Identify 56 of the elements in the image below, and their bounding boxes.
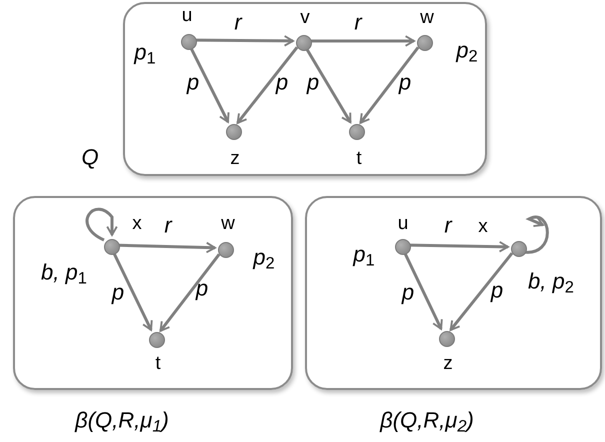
arrow <box>403 252 443 330</box>
graph-vertex <box>218 242 234 258</box>
vertex-label: p$_{1}$ <box>353 240 375 270</box>
vertex-label: z <box>230 146 240 171</box>
graph-vertex <box>226 124 242 140</box>
vertex-label: p$_{2}$ <box>456 36 478 66</box>
arrow <box>159 253 220 332</box>
vertex-label: x <box>478 214 488 239</box>
vertex-label: z <box>443 352 453 376</box>
vertex-label: b, p$_{1}$ <box>41 258 87 288</box>
edge-label: p <box>402 278 414 306</box>
edge-label: p <box>196 274 208 302</box>
vertex-label: t <box>155 352 161 376</box>
graph-vertex <box>181 34 197 50</box>
graph-vertex <box>149 332 165 348</box>
vertex-label: v <box>300 6 310 30</box>
edge-label: r <box>164 212 172 240</box>
arrow <box>304 47 352 124</box>
edge-label: p <box>306 68 320 96</box>
arrow <box>112 252 153 331</box>
arrow <box>86 208 118 242</box>
edge-label: r <box>444 212 452 240</box>
vertex-label: w <box>221 212 235 236</box>
graph-vertex <box>395 239 411 255</box>
vertex-label: x <box>132 212 142 236</box>
panel-title: β(Q,R,μ$_{1}$) <box>75 406 169 436</box>
vertex-label: t <box>356 146 362 171</box>
arrow <box>189 46 230 123</box>
vertex-label: b, p$_{2}$ <box>528 268 574 298</box>
graph-vertex <box>296 35 312 51</box>
graph-vertex <box>439 331 455 347</box>
graph-vertex <box>511 241 527 257</box>
edge-label: p <box>186 68 200 96</box>
vertex-label: u <box>182 4 192 28</box>
arrow <box>449 252 514 331</box>
arrow <box>118 242 216 254</box>
arrow <box>408 240 509 252</box>
vertex-label: w <box>420 6 434 30</box>
graph-vertex <box>104 239 120 255</box>
graph-vertex <box>349 124 365 140</box>
vertex-label: p$_{1}$ <box>134 38 156 68</box>
edge-label: p <box>490 276 504 304</box>
panel-title: Q <box>81 144 99 172</box>
edge-label: r <box>354 8 362 36</box>
arrow <box>359 46 420 124</box>
edge-label: r <box>234 8 242 36</box>
vertex-label: p$_{2}$ <box>253 244 275 274</box>
arrow <box>194 35 294 47</box>
edge-label: p <box>276 68 288 96</box>
edge-label: p <box>398 68 412 96</box>
arrow <box>236 46 298 124</box>
panel-title: β(Q,R,μ$_{2}$) <box>380 406 474 436</box>
arrow <box>310 35 415 47</box>
edge-label: p <box>112 278 124 306</box>
vertex-label: u <box>398 212 408 236</box>
graph-vertex <box>417 35 433 51</box>
